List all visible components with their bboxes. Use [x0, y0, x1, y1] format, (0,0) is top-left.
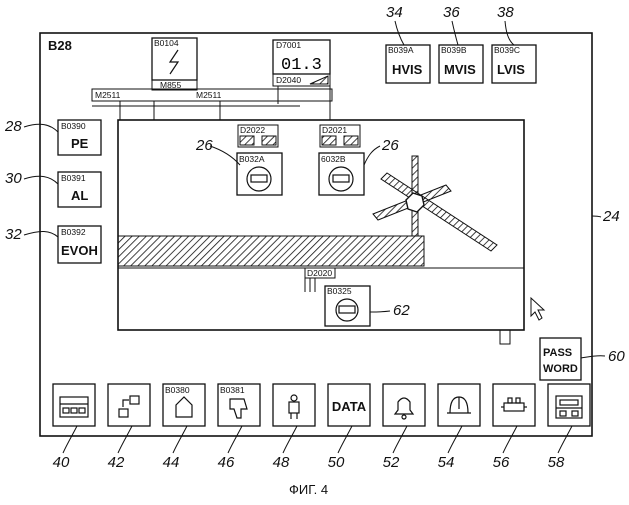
evoh-label: EVOH: [61, 243, 98, 258]
pe-label: PE: [71, 136, 89, 151]
ref-62: 62: [393, 302, 410, 319]
overview-button[interactable]: [53, 384, 95, 426]
home-button[interactable]: B0380: [163, 384, 205, 426]
al-label: AL: [71, 188, 88, 203]
ref-48: 48: [273, 454, 290, 471]
bus-tag-1: M2511: [95, 90, 121, 100]
ref-38: 38: [497, 4, 514, 21]
hvis-button[interactable]: B039A HVIS: [386, 45, 430, 83]
mvis-label: MVIS: [444, 62, 476, 77]
ref-60: 60: [608, 348, 625, 365]
mvis-tag: B039B: [441, 45, 467, 55]
ref-44: 44: [163, 454, 180, 471]
display-tag: D7001: [276, 40, 301, 50]
pe-tag: B0390: [61, 121, 86, 131]
home-button-tag: B0380: [165, 385, 190, 395]
d2022-tag: D2022: [240, 125, 265, 135]
counter-display: D7001 01.3: [273, 40, 330, 75]
pe-button[interactable]: B0390 PE: [58, 120, 101, 155]
ref-40: 40: [53, 454, 70, 471]
ref-26-a: 26: [195, 137, 213, 154]
screen-title: B28: [48, 38, 72, 53]
hvis-tag: B039A: [388, 45, 414, 55]
alarm-button[interactable]: [383, 384, 425, 426]
ref-32: 32: [5, 226, 22, 243]
motor-a-button[interactable]: B032A: [237, 153, 282, 195]
motor-c-tag: B0325: [327, 286, 352, 296]
thumb-down-button[interactable]: B0381: [218, 384, 260, 426]
figure-caption: ФИГ. 4: [289, 482, 328, 497]
data-button-label: DATA: [332, 399, 367, 414]
motor-a-tag: B032A: [239, 154, 265, 164]
power-button[interactable]: B0104: [152, 38, 197, 80]
operator-button[interactable]: [273, 384, 315, 426]
d2040-indicator: [310, 76, 328, 84]
d2022-indicator: D2022: [238, 125, 278, 147]
ref-24: 24: [602, 208, 620, 225]
ref-58: 58: [548, 454, 565, 471]
toolbar: 40 42 B0380 44 B0381 46 48 DATA 50 52 54 56 58: [53, 384, 590, 471]
ref-26-b: 26: [381, 137, 399, 154]
safety-button[interactable]: [438, 384, 480, 426]
lvis-tag: B039C: [494, 45, 520, 55]
d2021-tag: D2021: [322, 125, 347, 135]
password-line2: WORD: [543, 363, 578, 375]
navigate-button[interactable]: [108, 384, 150, 426]
al-tag: B0391: [61, 173, 86, 183]
power-tag: B0104: [154, 38, 179, 48]
motor-b-tag: 6032B: [321, 154, 346, 164]
password-button[interactable]: PASS WORD: [540, 338, 581, 380]
ref-28: 28: [4, 118, 22, 135]
ref-30: 30: [5, 170, 22, 187]
motor-c-button[interactable]: B0325: [325, 286, 370, 326]
display-value: 01.3: [281, 56, 322, 75]
mvis-button[interactable]: B039B MVIS: [439, 45, 483, 83]
evoh-button[interactable]: B0392 EVOH: [58, 226, 101, 263]
ref-36: 36: [443, 4, 460, 21]
password-line1: PASS: [543, 347, 572, 359]
machine-button[interactable]: [493, 384, 535, 426]
layout-button[interactable]: [548, 384, 590, 426]
d2020-tag: D2020: [307, 268, 332, 278]
ref-54: 54: [438, 454, 455, 471]
lvis-button[interactable]: B039C LVIS: [492, 45, 536, 83]
evoh-tag: B0392: [61, 227, 86, 237]
conveyor: [118, 236, 424, 266]
ref-34: 34: [386, 4, 403, 21]
cursor-icon: [531, 298, 544, 320]
motor-b-button[interactable]: 6032B: [319, 153, 364, 195]
ref-46: 46: [218, 454, 235, 471]
al-button[interactable]: B0391 AL: [58, 172, 101, 207]
d2021-indicator: D2021: [320, 125, 360, 147]
ref-56: 56: [493, 454, 510, 471]
lvis-label: LVIS: [497, 62, 525, 77]
hvis-label: HVIS: [392, 62, 423, 77]
data-button[interactable]: DATA: [328, 384, 370, 426]
ref-42: 42: [108, 454, 125, 471]
ref-52: 52: [383, 454, 400, 471]
ref-50: 50: [328, 454, 345, 471]
d2040-tag: D2040: [276, 75, 301, 85]
bus-tag-2: M2511: [196, 90, 222, 100]
scroll-handle[interactable]: [500, 330, 510, 344]
screen-frame: [40, 33, 592, 436]
thumb-down-button-tag: B0381: [220, 385, 245, 395]
